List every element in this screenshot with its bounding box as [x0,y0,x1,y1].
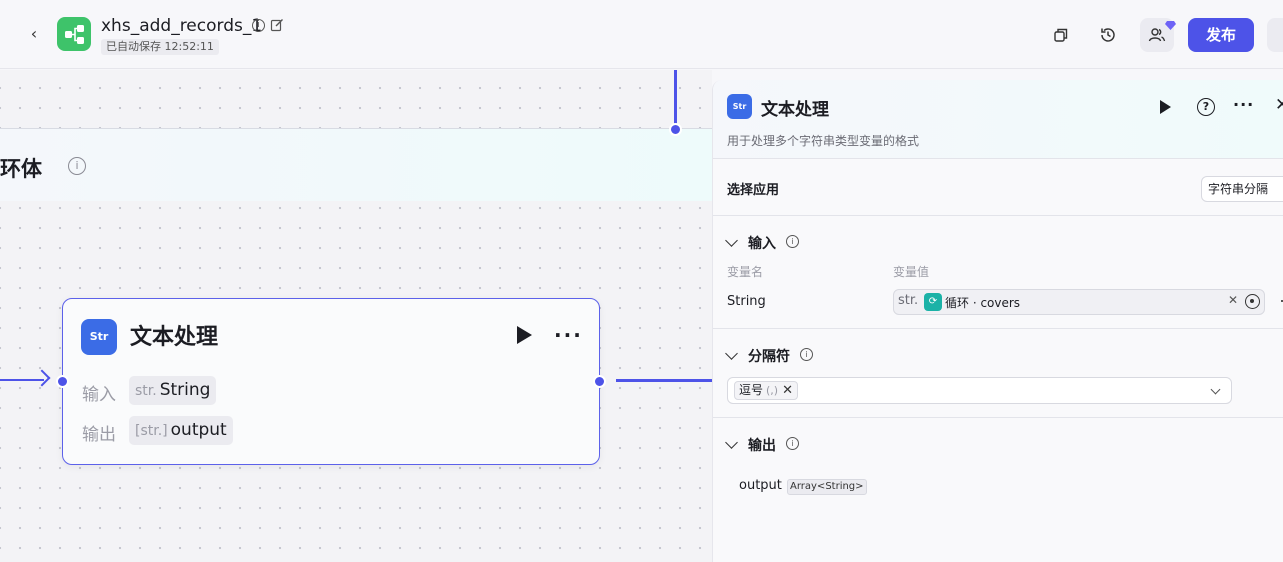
node-input-label: 输入 [82,385,116,405]
node-input-chip: str.String [129,376,217,405]
info-icon[interactable]: i [786,235,799,248]
top-bar: ‹ xhs_add_records_1 i 已自动保存 12:52:11 发布 [0,0,1283,69]
separator-tag-note: (,) [766,384,779,397]
panel-description: 用于处理多个字符串类型变量的格式 [727,134,920,148]
more-menu-button[interactable] [1267,18,1283,52]
autosave-status: 已自动保存 12:52:11 [101,39,219,55]
input-section-title: 输入 [748,236,776,252]
loop-icon: ⟳ [924,293,942,311]
separator-tag: 逗号(,)✕ [734,381,799,400]
separator-select[interactable]: 逗号(,)✕ [727,377,1232,404]
info-icon[interactable]: i [786,437,799,450]
help-icon[interactable]: ? [1197,98,1215,116]
node-input-port[interactable] [56,375,69,388]
variable-value-field[interactable]: str. ⟳ 循环 · covers ✕ [893,289,1265,315]
panel-title: 文本处理 [761,100,829,120]
divider [713,328,1283,329]
remove-variable-icon[interactable] [1281,300,1283,302]
node-input-value: String [159,380,211,400]
chevron-down-icon [725,436,738,449]
close-icon[interactable]: ✕ [1275,95,1283,115]
remove-tag-icon[interactable]: ✕ [782,383,794,398]
users-icon [1148,28,1166,42]
string-type-icon: str. [135,383,157,399]
output-type-badge: Array<String> [787,479,867,495]
input-section-toggle[interactable]: 输入 [725,233,776,253]
publish-button[interactable]: 发布 [1188,18,1254,52]
string-array-type-icon: [str.] [135,423,168,439]
chevron-down-icon [725,347,738,360]
copy-icon [1054,28,1068,42]
outgoing-connection-line [616,379,712,382]
output-section-toggle[interactable]: 输出 [725,435,776,455]
select-app-label: 选择应用 [727,183,780,198]
clear-icon[interactable]: ✕ [1228,293,1239,307]
info-icon[interactable]: i [252,19,265,32]
panel-header: Str 文本处理 ? ··· ✕ 用于处理多个字符串类型变量的格式 [713,80,1283,159]
string-node-icon: Str [81,319,117,355]
workflow-title: xhs_add_records_1 [101,16,263,36]
history-button[interactable] [1091,18,1125,52]
text-processing-node[interactable]: Str 文本处理 ··· 输入 str.String 输出 [str.]outp… [56,298,606,465]
back-chevron-icon[interactable]: ‹ [30,24,38,43]
connection-port[interactable] [669,123,682,136]
output-section-title: 输出 [748,438,776,454]
connection-line [674,70,677,129]
node-output-port[interactable] [593,375,606,388]
history-icon [1101,28,1115,42]
loop-body-title: 循环体 [0,157,42,181]
separator-tag-label: 逗号 [739,383,764,397]
variable-name-header: 变量名 [727,265,764,279]
node-output-value: output [170,420,227,440]
loop-body-container: 循环体 i [0,128,712,562]
separator-section-toggle[interactable]: 分隔符 [725,346,790,366]
node-output-chip: [str.]output [129,416,233,445]
variable-value-header: 变量值 [893,265,930,279]
more-icon[interactable]: ··· [554,323,583,347]
info-icon[interactable]: i [68,157,86,175]
play-icon[interactable] [517,326,532,344]
workflow-canvas[interactable]: 循环体 i Str 文本处理 ··· 输入 str.String 输出 [str… [0,70,712,562]
output-variable-name: output [739,478,782,493]
variable-name: String [727,294,766,309]
node-output-label: 输出 [82,425,116,445]
node-title: 文本处理 [130,325,219,350]
chevron-down-icon [725,234,738,247]
variable-reference: 循环 · covers [945,296,1021,310]
diamond-badge-icon [1165,15,1176,30]
chevron-down-icon[interactable] [1210,384,1221,395]
divider [713,215,1283,216]
copy-button[interactable] [1044,18,1078,52]
more-icon[interactable]: ··· [1233,95,1255,114]
info-icon[interactable]: i [800,348,813,361]
incoming-connection-line [0,379,44,381]
target-icon[interactable] [1245,294,1260,309]
string-type-icon: str. [898,293,919,308]
workflow-app-icon [57,17,91,51]
play-icon[interactable] [1160,100,1171,114]
loop-body-header: 循环体 i [0,128,712,201]
string-node-icon: Str [727,94,752,119]
separator-section-title: 分隔符 [748,349,790,365]
divider [713,417,1283,418]
node-config-panel: Str 文本处理 ? ··· ✕ 用于处理多个字符串类型变量的格式 选择应用 字… [712,80,1283,562]
edit-icon[interactable] [270,17,284,32]
select-app-dropdown[interactable]: 字符串分隔 [1201,176,1283,202]
